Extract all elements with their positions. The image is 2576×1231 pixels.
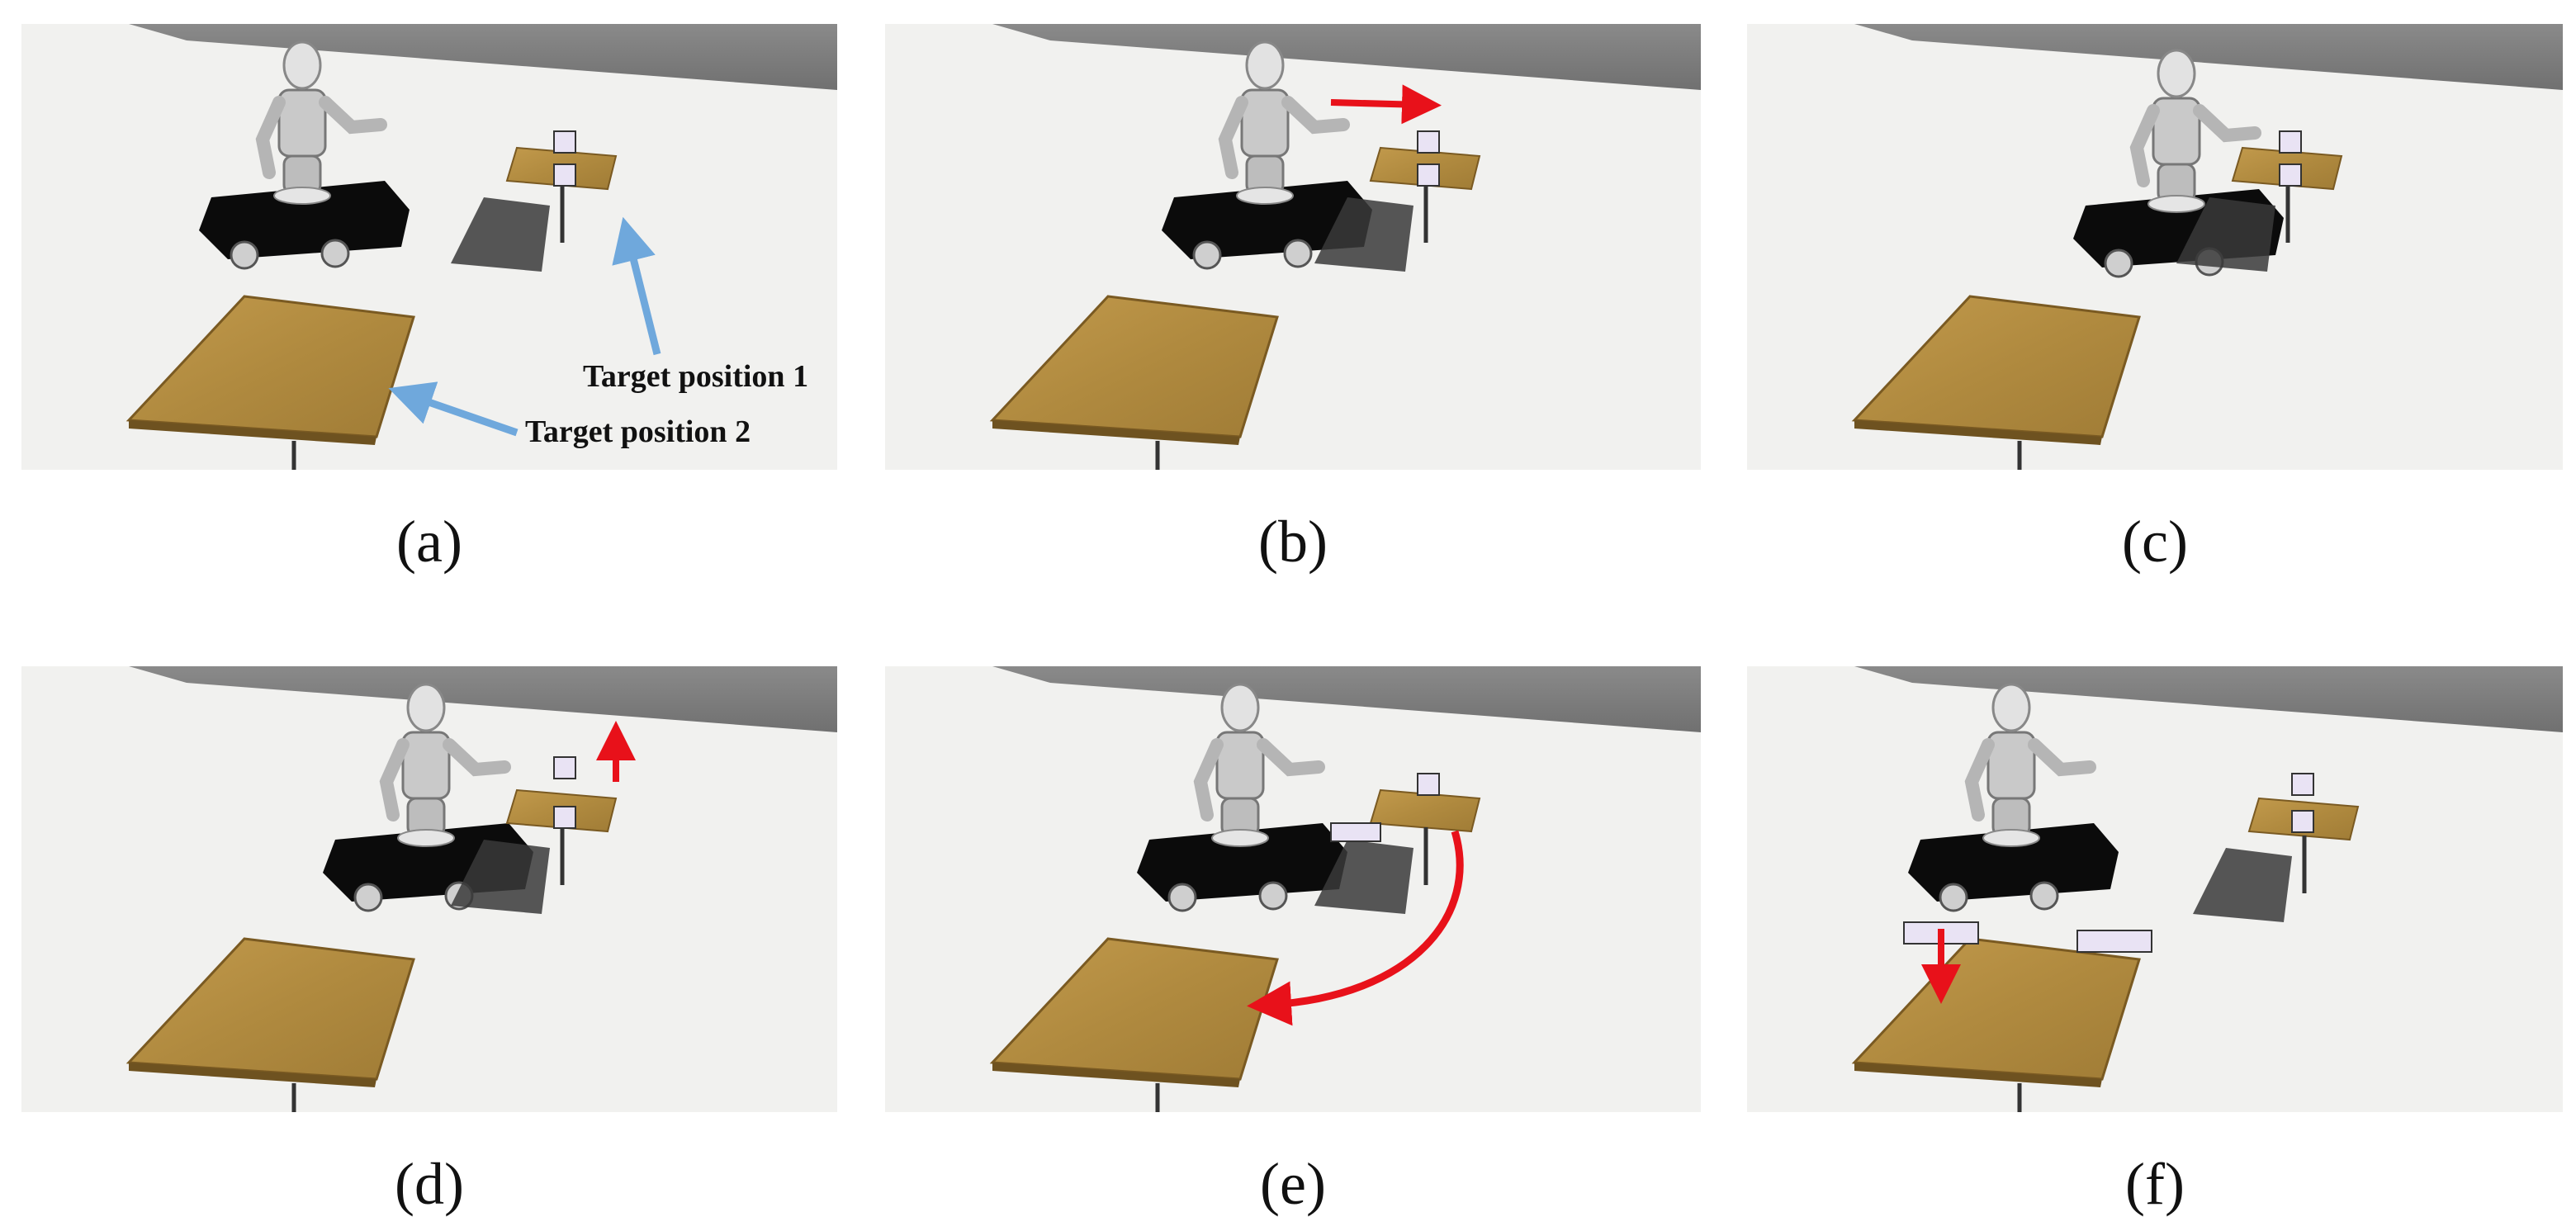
caption-f: (f) — [2125, 1151, 2185, 1217]
caption-c: (c) — [2122, 509, 2188, 575]
panel-e-scene — [885, 666, 1701, 1112]
panel-d-image — [21, 666, 837, 1112]
panel-f-image — [1747, 666, 2563, 1112]
red-curved-arrow — [1247, 830, 1464, 1026]
red-arrow-right — [1330, 84, 1442, 125]
caption-a: (a) — [396, 509, 462, 575]
target-position-1-label: Target position 1 — [583, 359, 809, 394]
panel-c-image — [1747, 24, 2563, 470]
panel-c-scene — [1747, 24, 2563, 470]
caption-d: (d) — [395, 1151, 464, 1217]
caption-e: (e) — [1260, 1151, 1326, 1217]
panel-f-scene — [1747, 666, 2563, 1112]
blue-arrow-2 — [388, 381, 519, 437]
panel-a-scene: Target position 1 Target position 2 — [21, 24, 837, 470]
panel-b-scene — [885, 24, 1701, 470]
panel-b-image — [885, 24, 1701, 470]
panel-e-image — [885, 666, 1701, 1112]
target-position-2-label: Target position 2 — [525, 414, 751, 449]
panel-d-scene — [21, 666, 837, 1112]
caption-b: (b) — [1258, 509, 1328, 575]
wall — [129, 24, 837, 90]
blue-arrow-1 — [612, 216, 661, 356]
panel-a-image — [21, 24, 837, 470]
